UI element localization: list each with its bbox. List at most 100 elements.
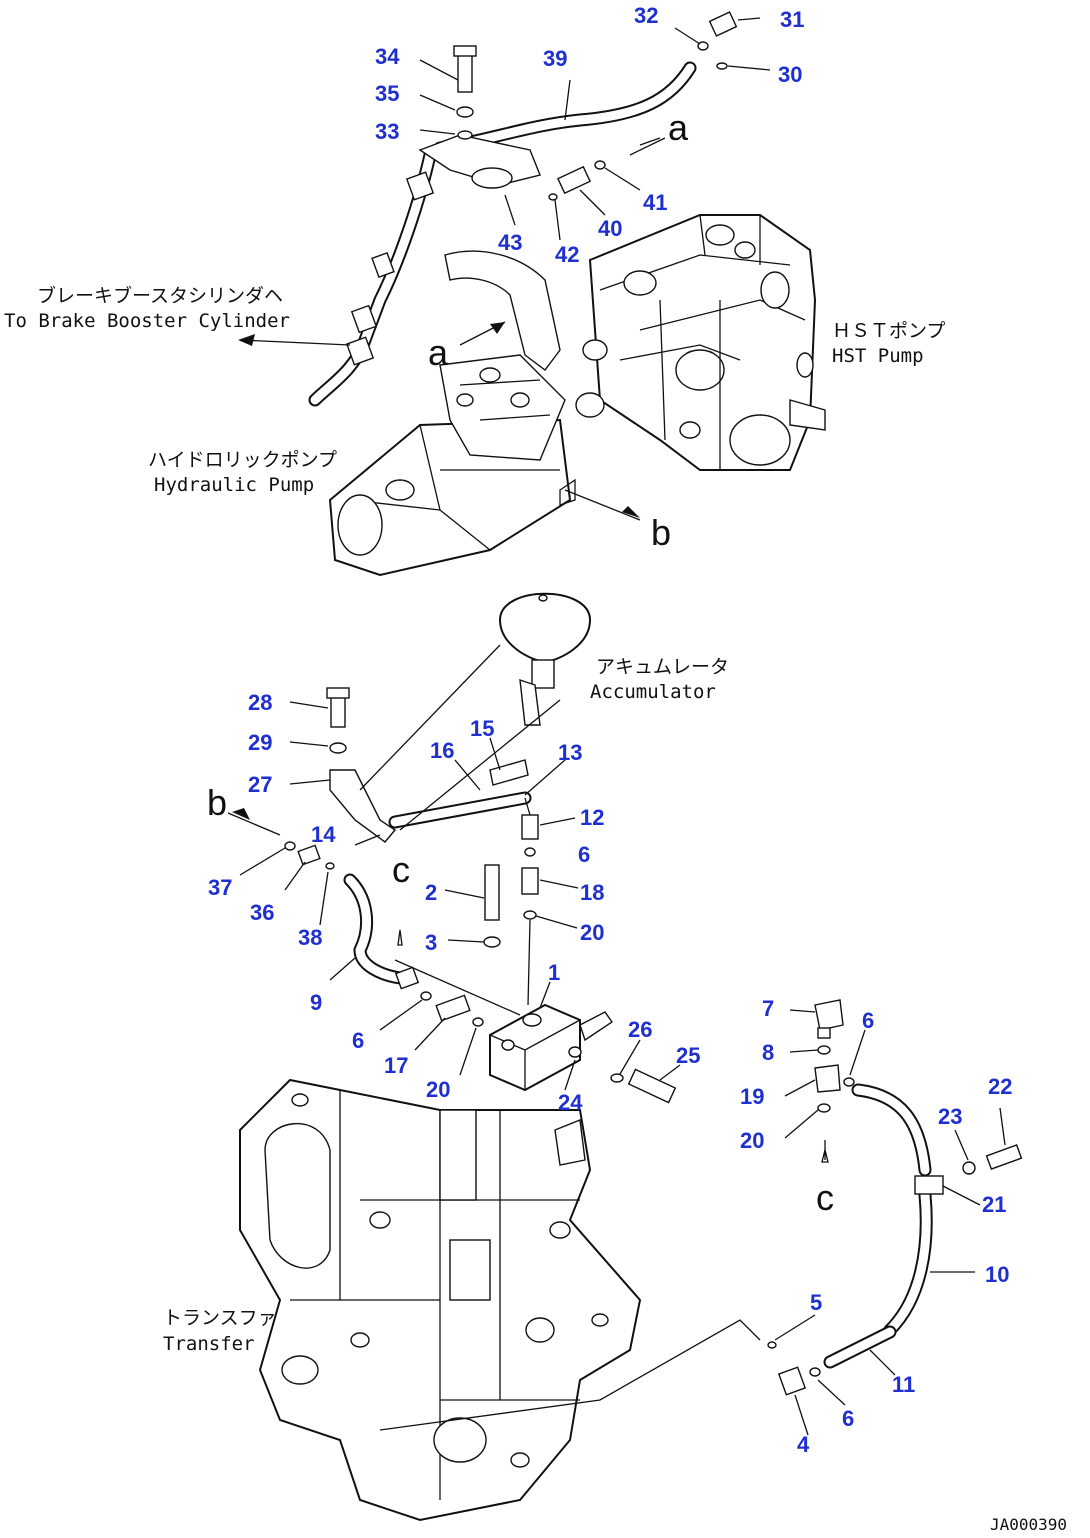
hst-pump-label-jp: ＨＳＴポンプ	[832, 320, 945, 342]
oring-20b	[472, 1017, 484, 1027]
hose-10	[851, 1083, 944, 1337]
part-number-24: 24	[558, 1090, 583, 1115]
arrow-b-pump	[622, 506, 640, 518]
washer-29	[329, 742, 347, 754]
center-line-1	[527, 919, 531, 1006]
arrow-a-mid	[490, 322, 505, 334]
part-number-17: 17	[384, 1053, 408, 1078]
valve-block-1	[489, 1003, 613, 1092]
part-number-38: 38	[298, 925, 322, 950]
accumulator-label-en: Accumulator	[590, 681, 716, 703]
suction-pipe-43	[444, 250, 561, 371]
part-number-2: 2	[425, 880, 437, 905]
ref-c-left: c	[392, 849, 410, 890]
part-number-21: 21	[982, 1192, 1006, 1217]
pipe-11	[823, 1325, 897, 1369]
bolt-28	[326, 687, 350, 728]
part-number-6a: 6	[578, 842, 590, 867]
part-number-25: 25	[676, 1043, 700, 1068]
brake-booster-label-jp: ブレーキブースタシリンダヘ	[37, 284, 283, 307]
hydraulic-pump-drawing	[328, 339, 608, 577]
part-number-13: 13	[558, 740, 582, 765]
brake-booster-label-en: To Brake Booster Cylinder	[4, 310, 290, 332]
part-number-9: 9	[310, 990, 322, 1015]
hose-39	[433, 61, 697, 155]
part-number-5: 5	[810, 1290, 822, 1315]
drawing-code: JA000390	[990, 1515, 1067, 1534]
fitting-36	[297, 844, 321, 866]
part-number-31: 31	[780, 7, 804, 32]
part-number-3: 3	[425, 930, 437, 955]
bolt-22	[985, 1144, 1023, 1170]
transfer-label-jp: トランスファ	[163, 1307, 277, 1329]
bolt-25	[627, 1068, 677, 1104]
part-number-12: 12	[580, 805, 604, 830]
bolt-34	[453, 45, 477, 93]
fitting-12	[521, 814, 539, 840]
part-number-20b: 20	[426, 1077, 450, 1102]
fitting-18	[521, 867, 539, 895]
ref-c-right: c	[816, 1177, 834, 1218]
tee-19	[814, 1064, 841, 1093]
bolt-2	[484, 864, 500, 921]
part-number-27: 27	[248, 772, 272, 797]
arrow-a-top	[639, 137, 661, 146]
transfer-label-en: Transfer	[163, 1333, 255, 1355]
part-number-30: 30	[778, 62, 802, 87]
arrow-b-left	[232, 808, 250, 820]
washer-35	[456, 106, 474, 118]
accumulator-drawing	[498, 592, 592, 726]
hst-pump-label-en: HST Pump	[832, 345, 924, 367]
ref-a-mid: a	[428, 332, 449, 373]
oring-41	[594, 160, 606, 170]
leader-lines-top	[239, 17, 771, 521]
fitting-17	[435, 994, 471, 1022]
pressure-switch-7	[814, 999, 844, 1039]
hydraulic-pump-label-jp: ハイドロリックポンプ	[148, 449, 337, 471]
part-number-14: 14	[311, 822, 336, 847]
oring-38	[325, 862, 335, 870]
oring-20c	[817, 1103, 831, 1113]
part-number-6b: 6	[352, 1028, 364, 1053]
oring-5	[767, 1341, 777, 1349]
part-number-20c: 20	[740, 1128, 764, 1153]
part-number-16: 16	[430, 738, 454, 763]
oring-6c	[843, 1077, 855, 1087]
oring-30	[716, 62, 728, 70]
hydraulic-pump-label-en: Hydraulic Pump	[154, 474, 314, 496]
c-markers	[397, 929, 829, 1163]
part-number-18: 18	[580, 880, 604, 905]
hose-9	[343, 873, 420, 990]
oring-42	[548, 193, 558, 201]
washer-23	[962, 1161, 976, 1175]
part-number-28: 28	[248, 690, 272, 715]
leader-lines-middle	[227, 644, 681, 1091]
fitting-24	[568, 1046, 582, 1058]
adapter-40	[557, 165, 591, 195]
oring-32	[697, 41, 709, 51]
part-number-41: 41	[643, 190, 667, 215]
oring-8	[817, 1045, 831, 1055]
spacer-33	[457, 130, 473, 140]
accumulator-label-jp: アキュムレータ	[596, 656, 729, 678]
bracket-27	[329, 769, 397, 843]
part-number-labels: 1 2 3 4 5 6 6 6 6 7 8 9 10 11 12 13 14 1…	[208, 3, 1012, 1457]
part-number-32: 32	[634, 3, 658, 28]
part-number-20a: 20	[580, 920, 604, 945]
part-number-4: 4	[797, 1432, 810, 1457]
part-number-29: 29	[248, 730, 272, 755]
part-number-22: 22	[988, 1074, 1012, 1099]
part-number-43: 43	[498, 230, 522, 255]
part-number-8: 8	[762, 1040, 774, 1065]
part-number-15: 15	[470, 716, 494, 741]
part-number-42: 42	[555, 242, 579, 267]
oring-6d	[809, 1367, 821, 1377]
washer-26	[610, 1073, 624, 1083]
part-number-6d: 6	[842, 1406, 854, 1431]
part-number-23: 23	[938, 1104, 962, 1129]
part-number-33: 33	[375, 119, 399, 144]
part-number-7: 7	[762, 996, 774, 1021]
part-number-6c: 6	[862, 1008, 874, 1033]
oring-20a	[523, 910, 537, 920]
